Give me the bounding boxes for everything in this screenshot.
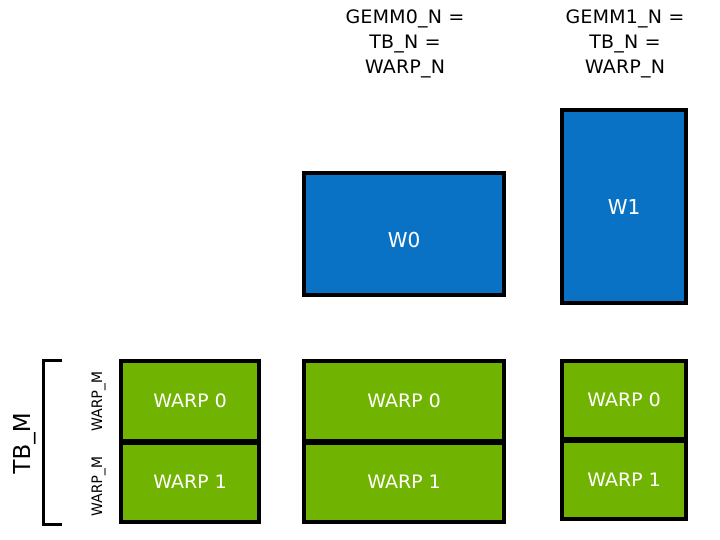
axis-label-warp-m-bottom: WARP_M bbox=[90, 456, 106, 516]
tb-m-bracket bbox=[42, 359, 62, 526]
axis-label-tb-m: TB_M bbox=[10, 412, 36, 474]
axis-label-warp-m-top: WARP_M bbox=[90, 371, 106, 431]
column-header-gemm1: GEMM1_N = TB_N = WARP_N bbox=[565, 6, 685, 78]
block-w0: W0 bbox=[302, 171, 506, 297]
warp-cell-label: WARP 0 bbox=[587, 389, 661, 411]
warp-cell-0-1: WARP 1 bbox=[119, 440, 261, 524]
block-w1: W1 bbox=[560, 108, 688, 305]
warp-cell-2-1: WARP 1 bbox=[560, 439, 688, 521]
block-w1-label: W1 bbox=[607, 194, 641, 219]
warp-cell-1-1: WARP 1 bbox=[302, 440, 506, 524]
warp-cell-2-0: WARP 0 bbox=[560, 359, 688, 441]
column-header-gemm0: GEMM0_N = TB_N = WARP_N bbox=[345, 6, 465, 78]
warp-cell-label: WARP 1 bbox=[587, 469, 661, 491]
block-w0-label: W0 bbox=[387, 228, 421, 252]
warp-cell-1-0: WARP 0 bbox=[302, 359, 506, 443]
warp-column-1: WARP 0 WARP 1 bbox=[302, 359, 506, 526]
warp-cell-0-0: WARP 0 bbox=[119, 359, 261, 443]
warp-column-2: WARP 0 WARP 1 bbox=[560, 359, 688, 523]
warp-cell-label: WARP 1 bbox=[367, 471, 441, 494]
warp-cell-label: WARP 0 bbox=[367, 389, 441, 412]
warp-cell-label: WARP 0 bbox=[153, 389, 227, 412]
warp-column-0: WARP 0 WARP 1 bbox=[119, 359, 261, 526]
warp-cell-label: WARP 1 bbox=[153, 471, 227, 494]
